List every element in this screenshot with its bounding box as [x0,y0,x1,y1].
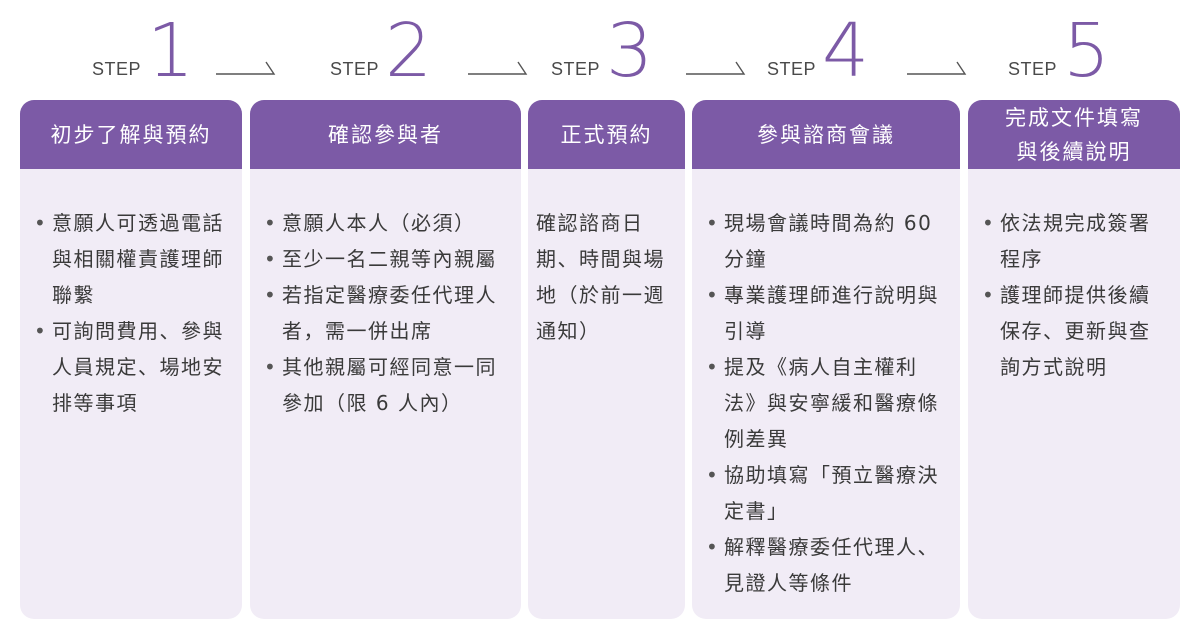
list-item: •協助填寫「預立醫療決定書」 [706,457,946,529]
step-word: STEP [92,59,142,79]
step-number: 4 [822,8,870,94]
list-item: •提及《病人自主權利法》與安寧緩和醫療條例差異 [706,349,946,457]
list-item: •依法規完成簽署程序 [982,205,1166,277]
list-item: •至少一名二親等內親屬 [264,241,507,277]
bullet-icon: • [34,211,48,235]
bullet-icon: • [706,283,720,307]
step-word: STEP [330,59,380,79]
list-item: •可詢問費用、參與人員規定、場地安排等事項 [34,313,228,421]
bullet-icon: • [982,283,996,307]
step-word: STEP [767,59,817,79]
bullet-icon: • [982,211,996,235]
step-4-card: 參與諮商會議 •現場會議時間為約 60 分鐘 •專業護理師進行說明與引導 •提及… [692,100,960,619]
bullet-icon: • [264,355,278,379]
step-5-label: STEP 5 [1008,12,1110,88]
card-body: 確認諮商日期、時間與場地（於前一週通知） [528,169,685,349]
list-item: •護理師提供後續保存、更新與查詢方式說明 [982,277,1166,385]
arrow-connector-icon [686,61,746,75]
step-1-label: STEP 1 [92,12,194,88]
card-title: 初步了解與預約 [20,100,242,169]
arrow-connector-icon [907,61,967,75]
step-5-card: 完成文件填寫 與後續說明 •依法規完成簽署程序 •護理師提供後續保存、更新與查詢… [968,100,1180,619]
step-4-label: STEP 4 [767,12,869,88]
card-title: 正式預約 [528,100,685,169]
bullet-icon: • [34,319,48,343]
step-2-label: STEP 2 [330,12,432,88]
step-2-card: 確認參與者 •意願人本人（必須） •至少一名二親等內親屬 •若指定醫療委任代理人… [250,100,521,619]
list-item: •意願人可透過電話與相關權責護理師聯繫 [34,205,228,313]
card-body: •依法規完成簽署程序 •護理師提供後續保存、更新與查詢方式說明 [968,169,1180,385]
step-word: STEP [1008,59,1058,79]
step-number: 2 [385,8,433,94]
step-number: 3 [606,8,654,94]
list-item: •解釋醫療委任代理人、見證人等條件 [706,529,946,601]
list-item: •若指定醫療委任代理人者，需一併出席 [264,277,507,349]
step-1-card: 初步了解與預約 •意願人可透過電話與相關權責護理師聯繫 •可詢問費用、參與人員規… [20,100,242,619]
card-title: 完成文件填寫 與後續說明 [968,100,1180,169]
card-body: •現場會議時間為約 60 分鐘 •專業護理師進行說明與引導 •提及《病人自主權利… [692,169,960,601]
bullet-icon: • [264,283,278,307]
step-word: STEP [551,59,601,79]
step-3-card: 正式預約 確認諮商日期、時間與場地（於前一週通知） [528,100,685,619]
step-number: 1 [147,8,195,94]
list-item: •其他親屬可經同意一同參加（限 6 人內） [264,349,507,421]
card-title: 參與諮商會議 [692,100,960,169]
list-item: •專業護理師進行說明與引導 [706,277,946,349]
bullet-icon: • [706,211,720,235]
arrow-connector-icon [468,61,528,75]
bullet-icon: • [706,463,720,487]
step-number: 5 [1063,8,1111,94]
bullet-icon: • [264,211,278,235]
card-text: 確認諮商日期、時間與場地（於前一週通知） [536,211,665,343]
arrow-connector-icon [216,61,276,75]
bullet-icon: • [264,247,278,271]
list-item: •意願人本人（必須） [264,205,507,241]
list-item: •現場會議時間為約 60 分鐘 [706,205,946,277]
card-title: 確認參與者 [250,100,521,169]
bullet-icon: • [706,535,720,559]
card-body: •意願人本人（必須） •至少一名二親等內親屬 •若指定醫療委任代理人者，需一併出… [250,169,521,421]
card-body: •意願人可透過電話與相關權責護理師聯繫 •可詢問費用、參與人員規定、場地安排等事… [20,169,242,421]
step-3-label: STEP 3 [551,12,653,88]
bullet-icon: • [706,355,720,379]
